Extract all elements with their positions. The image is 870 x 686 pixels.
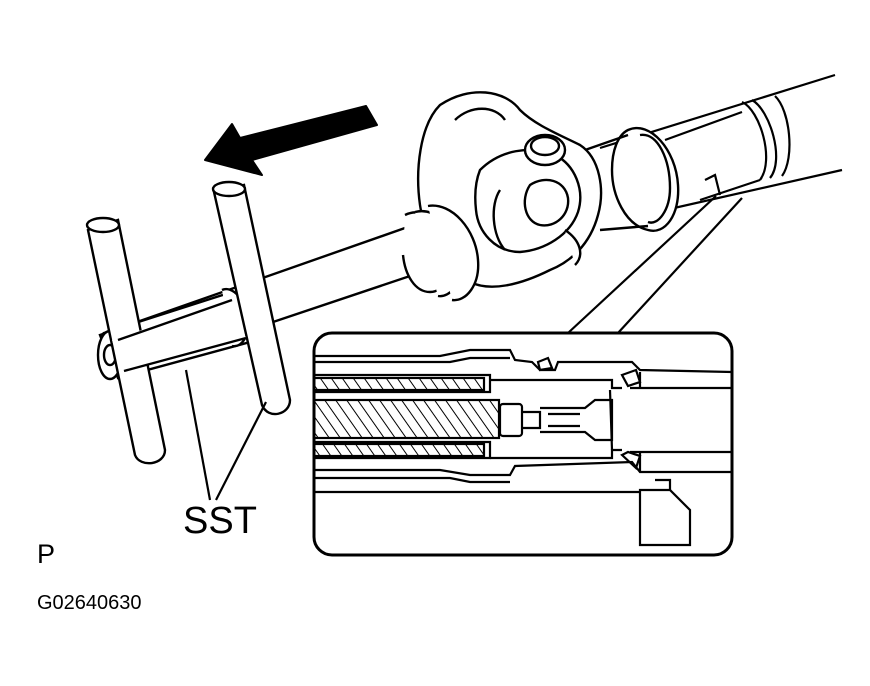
inset-cross-section <box>312 331 734 557</box>
arrow-left-icon <box>204 105 378 176</box>
rack-housing-tube <box>599 73 843 215</box>
figure-code: G02640630 <box>37 592 142 614</box>
shaft-collar <box>584 126 680 232</box>
sst-label: SST <box>183 500 257 542</box>
sst-wrench <box>85 180 292 465</box>
sst-callout-lines <box>184 369 267 501</box>
inset-leader-lines <box>567 195 743 334</box>
position-marker: P <box>37 539 56 569</box>
